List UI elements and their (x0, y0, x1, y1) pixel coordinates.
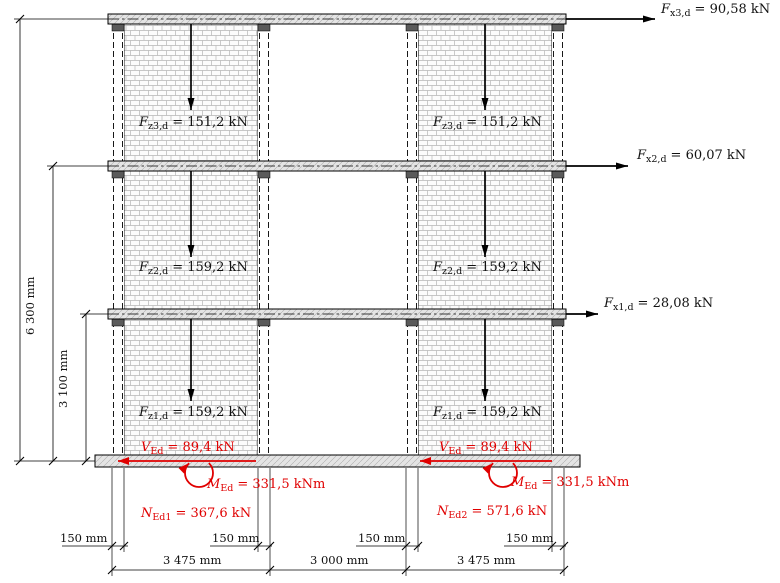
dim-bay-right: 3 475 mm (457, 553, 516, 567)
med-left-label: MEd= 331,5 kNm (207, 477, 326, 495)
med-left-moment-arc (178, 462, 214, 488)
dim-flange-4: 150 mm (506, 531, 554, 545)
fx2-label: Fx2,d= 60,07 kN (637, 148, 747, 166)
base-reaction-arrows (118, 457, 552, 488)
ned2-label: NEd2= 571,6 kN (437, 504, 548, 522)
dim-upper-height: 6 300 mm (23, 276, 37, 335)
wall-flange-strips (112, 15, 564, 455)
fx1-label: Fx1,d= 28,08 kN (604, 296, 714, 314)
ned1-label: NEd1= 367,6 kN (141, 506, 252, 524)
bearing-blocks (111, 23, 565, 327)
med-right-moment-arc (482, 462, 518, 488)
ved-right-label: VEd= 89,4 kN (439, 440, 533, 458)
dim-bay-mid: 3 000 mm (310, 553, 369, 567)
dim-flange-1: 150 mm (60, 531, 108, 545)
ved-left-label: VEd= 89,4 kN (141, 440, 235, 458)
fz2-right-label: Fz2,d= 159,2 kN (433, 260, 542, 278)
dim-flange-3: 150 mm (358, 531, 406, 545)
dim-total-height: 9 500 mm (0, 200, 3, 259)
fz1-right-label: Fz1,d= 159,2 kN (433, 405, 542, 423)
masonry-panels (123, 23, 553, 456)
fx1-symbol: F (604, 296, 614, 311)
fx2-symbol: F (637, 148, 647, 163)
fz2-left-label: Fz2,d= 159,2 kN (139, 260, 248, 278)
vertical-dimension-lines (14, 14, 108, 466)
horizontal-force-arrows (566, 15, 655, 318)
horizontal-dimension-lines (62, 468, 569, 576)
fx3-label: Fx3,d= 90,58 kN (661, 2, 771, 20)
dim-flange-2: 150 mm (212, 531, 260, 545)
med-right-label: MEd= 331,5 kNm (511, 475, 630, 493)
fx3-symbol: F (661, 2, 671, 17)
dim-bay-left: 3 475 mm (163, 553, 222, 567)
dim-story-height: 3 100 mm (56, 349, 70, 408)
fz3-left-label: Fz3,d= 151,2 kN (139, 115, 248, 133)
fz1-left-label: Fz1,d= 159,2 kN (139, 405, 248, 423)
fz3-right-label: Fz3,d= 151,2 kN (433, 115, 542, 133)
vertical-force-arrows (187, 24, 489, 401)
